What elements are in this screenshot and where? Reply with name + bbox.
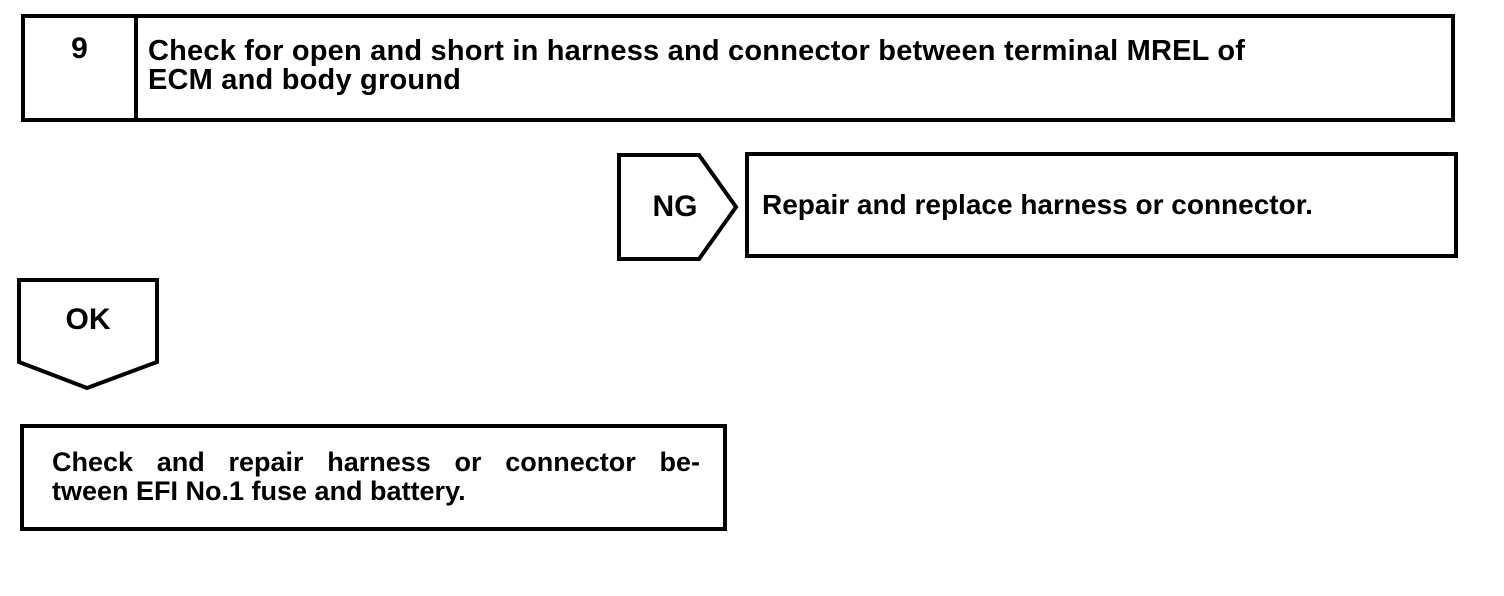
step-box: 9 Check for open and short in harness an… [21,14,1455,122]
step-number: 9 [71,32,88,65]
ok-label: OK [65,303,111,336]
ok-pentagon-outline [17,278,159,391]
ok-action-box: Check and repair harness or connector be… [20,424,727,531]
ng-label: NG [652,190,698,223]
ng-pentagon-outline [617,153,739,261]
step-title: Check for open and short in harness and … [138,18,1263,118]
ok-action-line-1: Check and repair harness or connector be… [52,447,700,477]
step-title-line-1: Check for open and short in harness and … [148,35,1246,67]
ng-action-text: Repair and replace harness or connector. [762,189,1313,220]
step-number-cell: 9 [25,18,138,118]
ok-arrow-icon [17,278,159,391]
step-title-line-2: ECM and body ground [148,64,462,96]
ng-arrow-icon [617,153,739,261]
ng-action-box: Repair and replace harness or connector. [745,152,1458,258]
ok-action-line-2: tween EFI No.1 fuse and battery. [52,476,466,506]
